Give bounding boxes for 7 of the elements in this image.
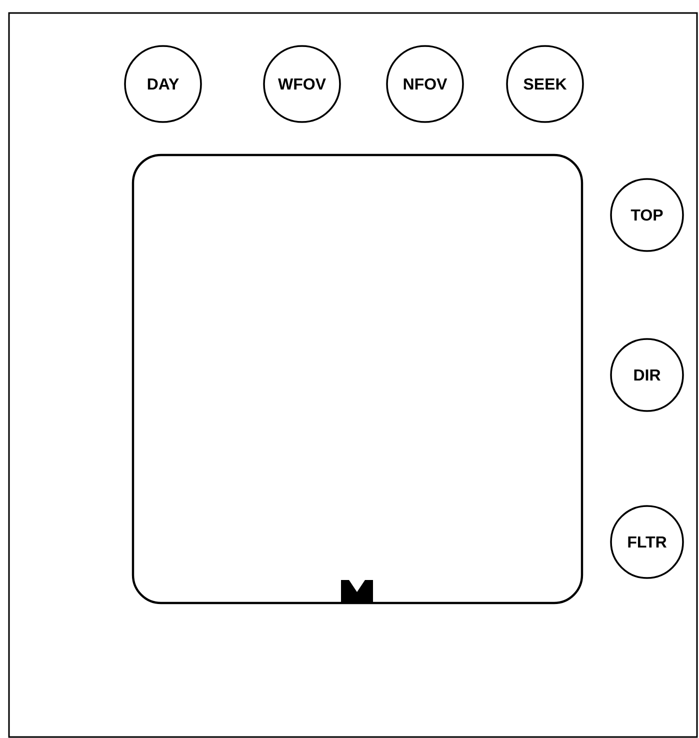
round-button: TOP bbox=[610, 178, 684, 252]
round-button: DIR bbox=[610, 338, 684, 412]
round-button: SEEK bbox=[506, 45, 584, 123]
round-button: DAY bbox=[124, 45, 202, 123]
round-button: FLTR bbox=[610, 505, 684, 579]
round-button: WFOV bbox=[263, 45, 341, 123]
round-button: NFOV bbox=[386, 45, 464, 123]
